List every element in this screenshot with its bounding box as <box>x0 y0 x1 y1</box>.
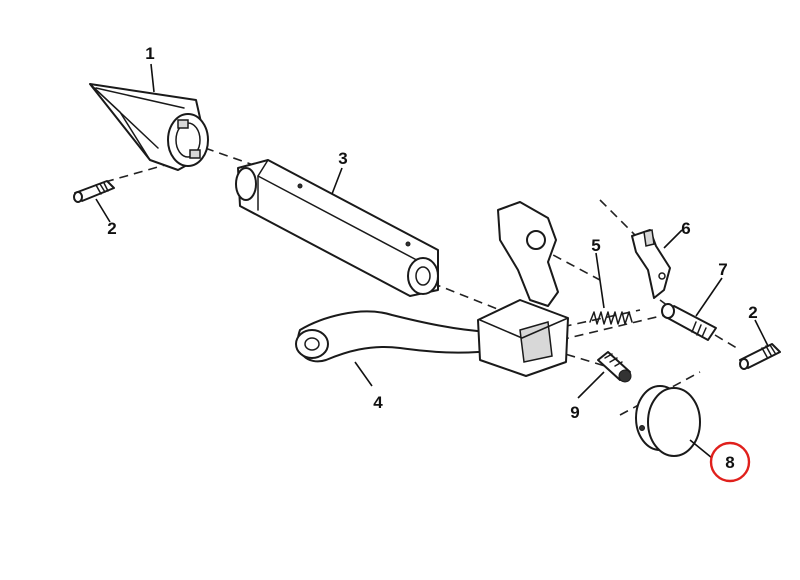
part-8-end-cap <box>635 385 701 457</box>
part-2-pin-right <box>739 343 781 370</box>
callout-3: 3 <box>338 149 347 168</box>
callout-5: 5 <box>591 236 600 255</box>
part-3-square-shaft <box>235 159 439 297</box>
callout-8: 8 <box>725 453 734 472</box>
part-5-spring <box>589 311 633 325</box>
callout-labels: 1 2 3 4 5 6 7 2 9 8 <box>107 44 758 483</box>
callout-7: 7 <box>718 260 727 279</box>
callout-2-right: 2 <box>748 303 757 322</box>
part-9-set-screw <box>597 351 632 383</box>
callout-4: 4 <box>373 393 383 412</box>
part-1-cutter-head <box>89 83 209 171</box>
part-4-crank-arm <box>295 201 569 377</box>
callout-9: 9 <box>570 403 579 422</box>
callout-1: 1 <box>145 44 154 63</box>
leader-lines <box>95 63 769 459</box>
callout-6: 6 <box>681 219 690 238</box>
part-7-pin <box>661 303 717 341</box>
part-6-pawl <box>631 229 671 299</box>
part-2-pin-left <box>73 180 115 203</box>
callout-2-left: 2 <box>107 219 116 238</box>
callout-8-highlight-circle <box>709 441 751 483</box>
